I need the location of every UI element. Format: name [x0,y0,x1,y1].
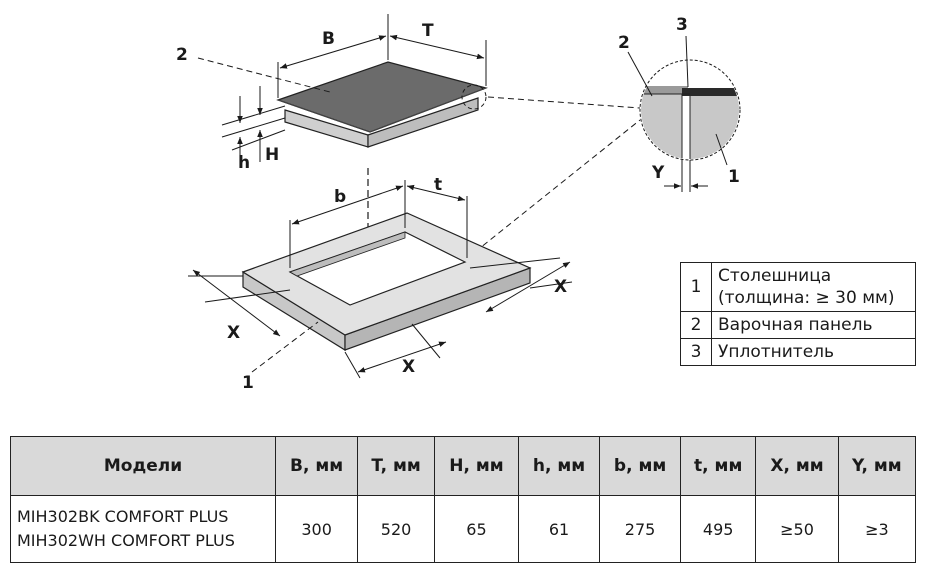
header-b: b, мм [599,436,682,496]
label-1-detail: 1 [728,167,740,187]
label-X-right: X [554,277,567,297]
countertop-drawing [241,212,532,352]
legend-text: Варочная панель [711,311,916,339]
model-name: MIH302WH COMFORT PLUS [17,531,235,550]
model-name: MIH302BK COMFORT PLUS [17,507,229,526]
value-t: 495 [680,495,757,563]
label-h: h [238,153,250,173]
legend-row: 3 Уплотнитель [680,338,916,366]
header-X: X, мм [755,436,839,496]
label-B: B [322,29,335,49]
model-cell: MIH302BK COMFORT PLUS MIH302WH COMFORT P… [10,495,276,563]
value-T: 520 [357,495,435,563]
legend-table: 1 Столешница (толщина: ≥ 30 мм) 2 Варочн… [680,262,916,366]
label-Y: Y [651,163,665,183]
label-2-detail: 2 [618,33,630,53]
header-H: H, мм [433,436,520,496]
seal-detail [627,35,741,192]
header-Y: Y, мм [837,436,917,496]
label-T: T [422,21,434,41]
table-row: MIH302BK COMFORT PLUS MIH302WH COMFORT P… [10,495,917,563]
label-t: t [434,175,442,195]
header-h: h, мм [518,436,601,496]
header-T: T, мм [357,436,435,496]
legend-number: 3 [680,338,712,366]
label-1-countertop: 1 [242,373,254,393]
label-H: H [265,145,279,165]
cutout-dimensions [188,180,573,379]
detail-marker-hob [461,84,487,110]
header-models: Модели [10,436,276,496]
dimensions-table: Модели B, мм T, мм H, мм h, мм b, мм t, … [10,436,917,563]
header-B: B, мм [274,436,359,496]
legend-row: 1 Столешница (толщина: ≥ 30 мм) [680,262,916,312]
value-X: ≥50 [755,495,839,563]
value-b: 275 [599,495,682,563]
legend-number: 2 [680,311,712,339]
value-Y: ≥3 [837,495,917,563]
hob-dimensions [221,14,487,166]
legend-row: 2 Варочная панель [680,311,916,339]
legend-number: 1 [680,262,712,312]
value-h: 61 [518,495,601,563]
label-X-left: X [227,323,240,343]
label-X-bottom: X [402,357,415,377]
legend-line: Столешница [718,266,832,286]
header-t: t, мм [680,436,757,496]
legend-text: Столешница (толщина: ≥ 30 мм) [711,262,916,312]
label-b: b [334,187,346,207]
table-header-row: Модели B, мм T, мм H, мм h, мм b, мм t, … [10,436,917,496]
label-3-detail: 3 [676,15,688,35]
hob-drawing [276,61,488,148]
value-B: 300 [274,495,359,563]
leader-2 [197,57,331,93]
label-2-hob: 2 [176,45,188,65]
installation-diagram: B T 2 H h b t X X X 1 3 2 1 Y [176,14,741,393]
legend-text: Уплотнитель [711,338,916,366]
legend-line: (толщина: ≥ 30 мм) [718,288,895,308]
value-H: 65 [433,495,520,563]
